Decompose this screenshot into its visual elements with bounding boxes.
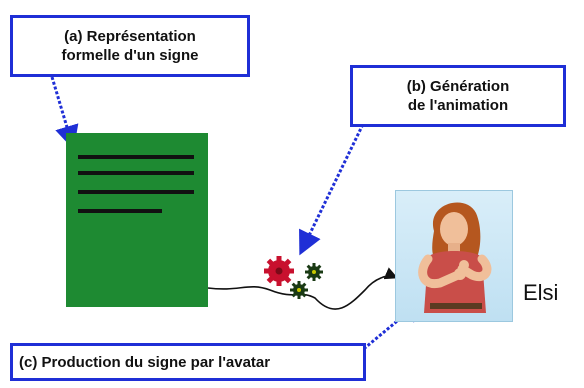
dark-gear-icon [290,281,308,299]
document-line [78,190,194,194]
flow-line [207,267,398,310]
sign-document [66,133,208,307]
callout-avatar-production: (c) Production du signe par l'avatar [10,343,366,381]
callout-b-line1: (b) Génération [406,78,510,95]
dark-gear-icon [305,263,323,281]
callout-b-line2: de l'animation [407,97,509,114]
document-line [78,171,194,175]
callout-a-line2: formelle d'un signe [61,47,199,64]
arrow-a [50,76,79,150]
avatar-figure [418,202,492,313]
avatar-name: Elsi [523,280,559,305]
callout-animation-generation: (b) Génération de l'animation [350,65,566,127]
document-line [78,155,194,159]
callout-c-text: (c) Production du signe par l'avatar [19,353,271,371]
arrow-b [299,119,367,256]
red-gear-icon [264,256,294,286]
document-line [78,209,162,213]
callout-formal-representation: (a) Représentation formelle d'un signe [10,15,250,77]
callout-a-line1: (a) Représentation [64,28,196,45]
avatar-image [395,190,513,322]
